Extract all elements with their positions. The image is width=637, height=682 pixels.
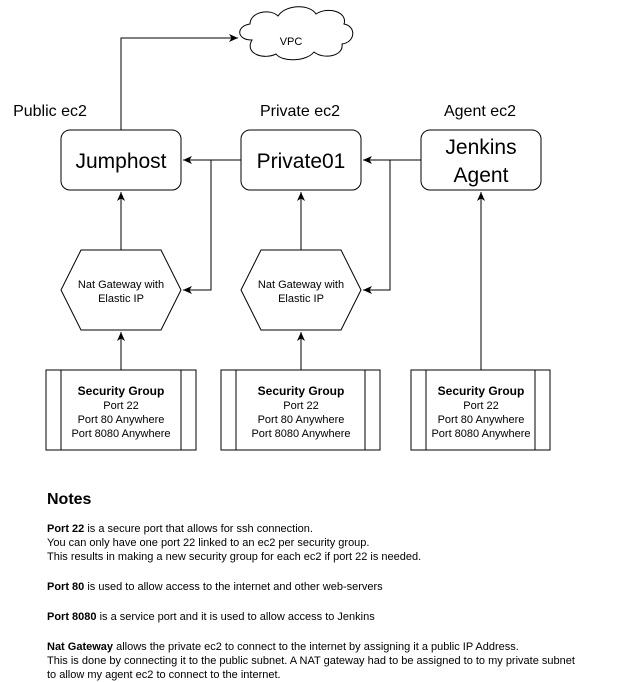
security-group-private-line1: Port 22 <box>283 400 318 412</box>
security-group-agent-title: Security Group <box>438 384 525 398</box>
security-group-agent-line3: Port 8080 Anywhere <box>431 428 530 440</box>
note-port22-line2: You can only have one port 22 linked to … <box>47 537 370 549</box>
security-group-private-line3: Port 8080 Anywhere <box>251 428 350 440</box>
note-nat-line2: This is done by connecting it to the pub… <box>47 655 575 667</box>
note-port22-line3: This results in making a new security gr… <box>47 551 422 563</box>
security-group-public-title: Security Group <box>78 384 165 398</box>
notes-heading: Notes <box>47 491 92 508</box>
note-port8080-term: Port 8080 <box>47 611 97 623</box>
note-port80-term: Port 80 <box>47 581 85 593</box>
note-port22-term: Port 22 <box>47 523 85 535</box>
header-public-ec2: Public ec2 <box>13 103 87 120</box>
nat-gateway-private-line2: Elastic IP <box>278 293 324 305</box>
jumphost-label: Jumphost <box>75 150 166 173</box>
security-group-agent-line2: Port 80 Anywhere <box>438 414 525 426</box>
security-group-public-line2: Port 80 Anywhere <box>78 414 165 426</box>
note-nat-line3: to allow my agent ec2 to connect to the … <box>47 669 281 681</box>
nat-gateway-public[interactable]: Nat Gateway with Elastic IP <box>60 249 182 331</box>
security-group-private-line2: Port 80 Anywhere <box>258 414 345 426</box>
jenkins-agent-box[interactable]: Jenkins Agent <box>420 129 542 191</box>
security-group-public-line1: Port 22 <box>103 400 138 412</box>
security-group-private[interactable]: Security Group Port 22 Port 80 Anywhere … <box>220 369 381 451</box>
private01-label: Private01 <box>257 150 346 173</box>
connector-private01-nat-public <box>183 159 241 294</box>
security-group-private-title: Security Group <box>258 384 345 398</box>
connectors <box>117 34 485 370</box>
private01-box[interactable]: Private01 <box>240 129 362 191</box>
security-group-agent-line1: Port 22 <box>463 400 498 412</box>
security-group-public-line3: Port 8080 Anywhere <box>71 428 170 440</box>
note-port80: Port 80 is used to allow access to the i… <box>47 581 383 593</box>
note-port22-line1: Port 22 is a secure port that allows for… <box>47 523 313 535</box>
connector-jumphost-vpc <box>120 34 238 130</box>
note-nat-line1: Nat Gateway allows the private ec2 to co… <box>47 641 519 653</box>
security-group-public[interactable]: Security Group Port 22 Port 80 Anywhere … <box>45 369 197 451</box>
note-nat-term: Nat Gateway <box>47 641 114 653</box>
jenkins-agent-label-line2: Agent <box>454 164 509 187</box>
nat-gateway-private[interactable]: Nat Gateway with Elastic IP <box>240 249 362 331</box>
vpc-cloud: VPC <box>239 6 354 61</box>
connector-jenkins-nat-private <box>363 159 421 294</box>
nat-gateway-public-line2: Elastic IP <box>98 293 144 305</box>
jenkins-agent-label-line1: Jenkins <box>445 136 516 159</box>
nat-gateway-public-line1: Nat Gateway with <box>78 279 164 291</box>
note-port8080: Port 8080 is a service port and it is us… <box>47 611 375 623</box>
vpc-label: VPC <box>280 36 303 48</box>
security-group-agent[interactable]: Security Group Port 22 Port 80 Anywhere … <box>410 369 551 451</box>
header-private-ec2: Private ec2 <box>260 103 340 120</box>
architecture-diagram: VPC Public ec2 Private ec2 Agent ec2 Jum… <box>13 6 551 451</box>
header-agent-ec2: Agent ec2 <box>444 103 516 120</box>
jumphost-box[interactable]: Jumphost <box>60 129 182 191</box>
nat-gateway-private-line1: Nat Gateway with <box>258 279 344 291</box>
notes-section: Notes Port 22 is a secure port that allo… <box>47 490 632 682</box>
